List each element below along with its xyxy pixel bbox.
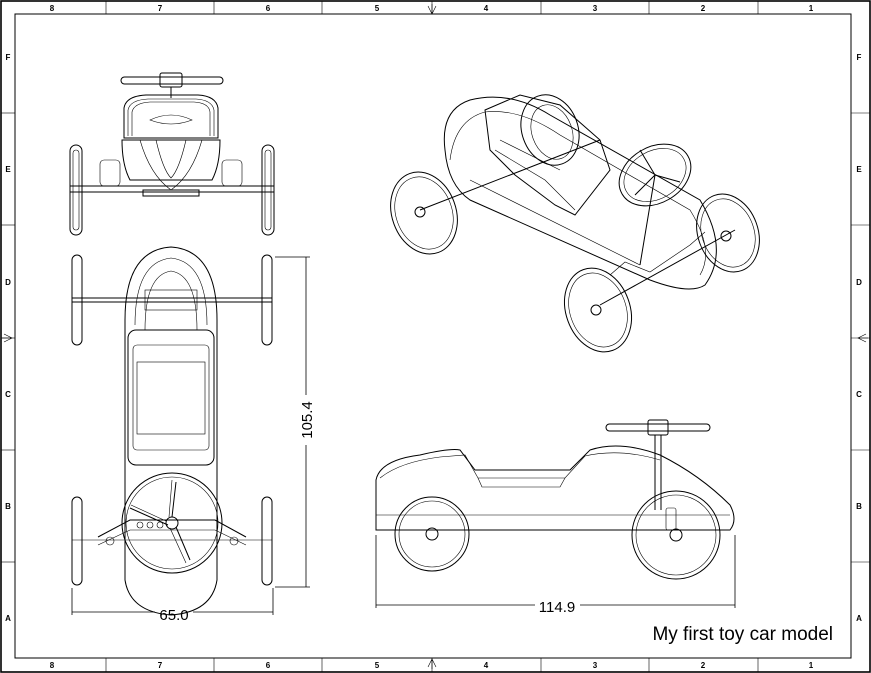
zone-row-f-left: F xyxy=(6,53,11,62)
center-marks xyxy=(2,4,868,669)
height-dimension-label: 105.4 xyxy=(299,401,316,439)
zone-col-5-top: 5 xyxy=(375,4,380,13)
zone-row-a-right: A xyxy=(856,614,862,623)
width-dimension-label: 65.0 xyxy=(159,607,188,624)
zone-row-a-left: A xyxy=(5,614,11,623)
zone-col-1-bottom: 1 xyxy=(809,661,814,670)
zone-col-2-top: 2 xyxy=(701,4,706,13)
zone-labels-top: 8 7 6 5 4 3 2 1 xyxy=(50,4,814,13)
zone-col-3-bottom: 3 xyxy=(593,661,598,670)
zone-row-d-right: D xyxy=(856,278,862,287)
zone-labels-right: F E D C B A xyxy=(856,53,862,623)
drawing-title: My first toy car model xyxy=(652,624,833,645)
zone-row-f-right: F xyxy=(857,53,862,62)
length-dimension-label: 114.9 xyxy=(539,599,575,616)
side-view xyxy=(375,419,736,608)
inner-border xyxy=(14,13,852,659)
zone-col-5-bottom: 5 xyxy=(375,661,380,670)
zone-row-e-left: E xyxy=(5,165,11,174)
zone-labels-left: F E D C B A xyxy=(5,53,11,623)
zone-col-8-bottom: 8 xyxy=(50,661,55,670)
zone-col-6-bottom: 6 xyxy=(266,661,271,670)
zone-col-7-bottom: 7 xyxy=(158,661,163,670)
isometric-view xyxy=(390,94,760,353)
zone-col-7-top: 7 xyxy=(158,4,163,13)
zone-col-8-top: 8 xyxy=(50,4,55,13)
zone-col-3-top: 3 xyxy=(593,4,598,13)
top-view xyxy=(71,246,310,616)
zone-col-1-top: 1 xyxy=(809,4,814,13)
zone-row-b-right: B xyxy=(856,502,862,511)
zone-col-4-top: 4 xyxy=(484,4,489,13)
zone-col-4-bottom: 4 xyxy=(484,661,489,670)
zone-row-b-left: B xyxy=(5,502,11,511)
zone-row-e-right: E xyxy=(856,165,862,174)
zone-row-d-left: D xyxy=(5,278,11,287)
zone-col-2-bottom: 2 xyxy=(701,661,706,670)
zone-row-c-right: C xyxy=(856,390,862,399)
front-view xyxy=(69,72,275,236)
zone-row-c-left: C xyxy=(5,390,11,399)
zone-col-6-top: 6 xyxy=(266,4,271,13)
zone-labels-bottom: 8 7 6 5 4 3 2 1 xyxy=(50,661,814,670)
